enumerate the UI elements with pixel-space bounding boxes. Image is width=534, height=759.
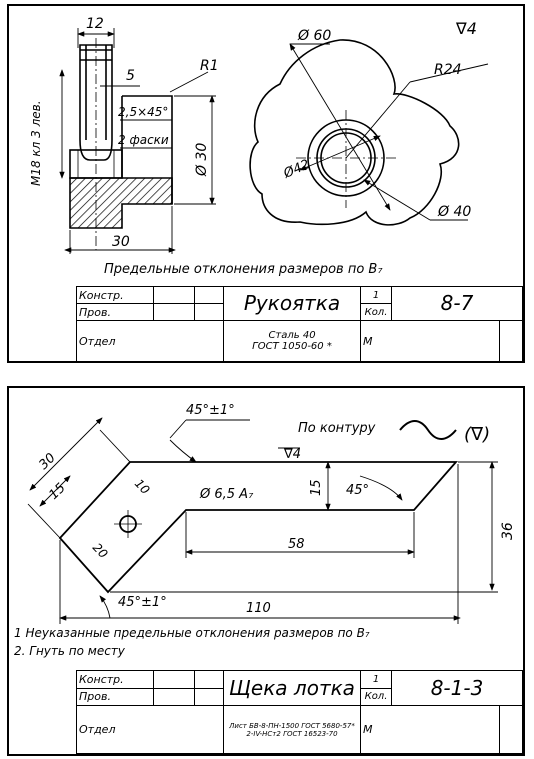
cheek-outline <box>58 461 458 594</box>
chamfer-note-label: 2 фаски <box>118 133 169 147</box>
contour-label: По контуру <box>298 421 376 436</box>
material-line2: 2-IV-НСт2 ГОСТ 16523-70 <box>246 729 338 738</box>
qty-value: 1 <box>360 670 392 689</box>
dim-r1-label: R1 <box>200 58 219 74</box>
roughness-label: ∇4 <box>283 447 301 462</box>
scale-label: М <box>359 320 501 362</box>
dim-15a-label: 15 <box>46 481 68 503</box>
note-1: 1 Неуказанные предельные отклонения разм… <box>14 626 370 640</box>
material-line2: ГОСТ 1050-60 * <box>252 341 332 353</box>
contour-roughness-symbol: (∇) <box>464 424 490 445</box>
dim-r24-label: R24 <box>434 62 462 78</box>
dim-30-label: 30 <box>112 234 130 250</box>
prov-label: Пров. <box>76 303 154 322</box>
part-code: 8-1-3 <box>391 669 523 707</box>
dim-d60-label: Ø 60 <box>297 28 331 44</box>
dim-5-label: 5 <box>126 68 135 84</box>
material-line1: Сталь 40 <box>268 330 316 342</box>
qty-label: Кол. <box>360 303 392 322</box>
title-block: Констр. Рукоятка 1 8-7 Пров. Кол. Отдел … <box>76 285 523 362</box>
dim-12-label: 12 <box>86 16 104 32</box>
part-code: 8-7 <box>391 285 523 322</box>
drawing-sheet-cheek <box>7 386 525 756</box>
material-line1: Лист БВ-8-ПН-1500 ГОСТ 5680-57* <box>229 721 355 730</box>
scale-label: М <box>359 705 501 754</box>
qty-label: Кол. <box>360 687 392 707</box>
prov-label: Пров. <box>76 687 154 707</box>
title-block-2: Констр. Щека лотка 1 8-1-3 Пров. Кол. От… <box>76 669 523 754</box>
drawing-sheet-handle <box>7 4 525 363</box>
dim-110-label: 110 <box>246 601 271 616</box>
part-name: Щека лотка <box>223 669 361 707</box>
dim-d30-label: Ø 30 <box>194 143 210 177</box>
angle-bottom-label: 45°±1° <box>118 595 167 610</box>
material-cell: Сталь 40 ГОСТ 1050-60 * <box>223 320 361 362</box>
otdel-label: Отдел <box>76 320 224 362</box>
chamfer-label: 2,5×45° <box>118 105 168 119</box>
roughness-symbol: ∇4 <box>455 19 477 38</box>
thread-label: M18 кл 3 лев. <box>29 100 43 186</box>
angle-45-label: 45° <box>346 483 369 498</box>
tolerance-note: Предельные отклонения размеров по В₇ <box>104 262 383 277</box>
konstr-label: Констр. <box>76 670 154 689</box>
dimension-lines <box>59 28 216 254</box>
dim-58-label: 58 <box>288 537 305 552</box>
dim-d40-label: Ø 40 <box>437 204 471 220</box>
handle-side-view <box>69 38 173 250</box>
dim-36-label: 36 <box>500 522 516 540</box>
dim-30-label-2: 30 <box>36 451 58 473</box>
part-name: Рукоятка <box>223 285 361 322</box>
material-cell: Лист БВ-8-ПН-1500 ГОСТ 5680-57* 2-IV-НСт… <box>223 705 361 754</box>
otdel-label: Отдел <box>76 705 224 754</box>
dim-20-label: 20 <box>90 540 111 561</box>
angle-top-label: 45°±1° <box>186 403 235 418</box>
hole-label: Ø 6,5 А₇ <box>199 487 254 502</box>
dim-15b-label: 15 <box>309 479 324 496</box>
note-2: 2. Гнуть по месту <box>14 644 125 658</box>
dim-10-label: 10 <box>132 476 153 497</box>
